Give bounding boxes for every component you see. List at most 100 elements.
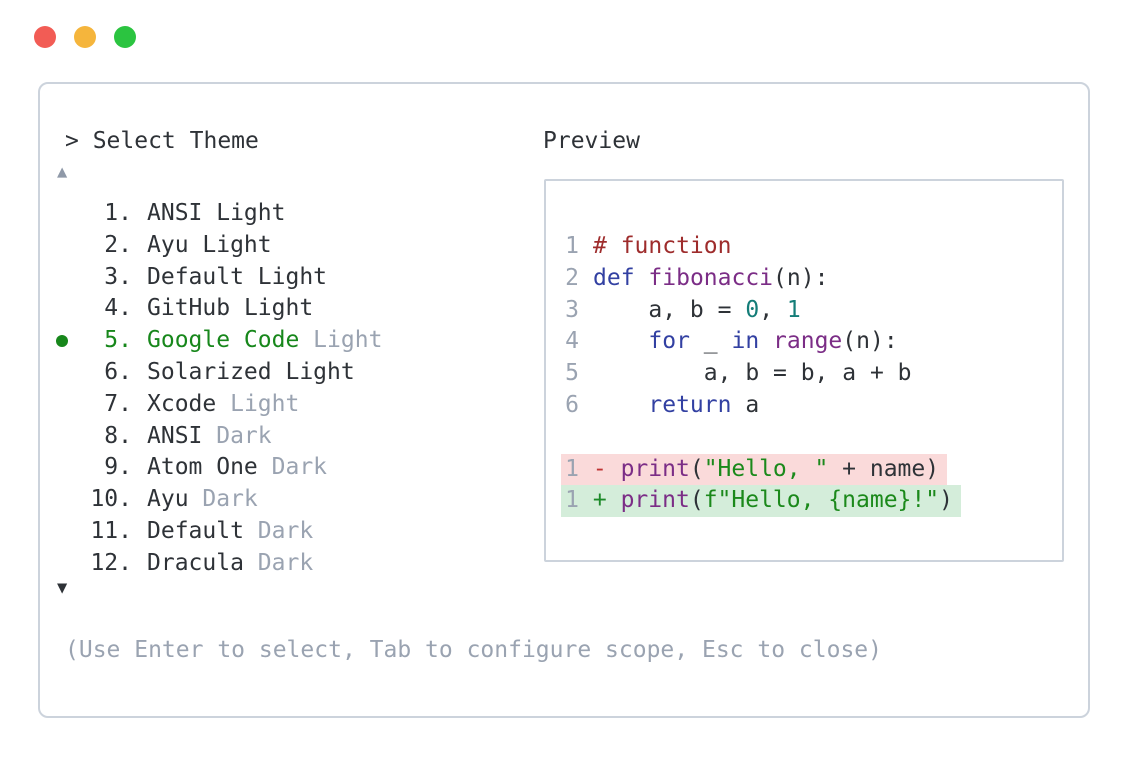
theme-item-variant: Dark (202, 422, 272, 449)
preview-label: Preview (543, 128, 640, 154)
theme-item-variant: Light (299, 327, 383, 354)
blank-line (565, 422, 1062, 454)
diff-segment: f"Hello, {name}!" (703, 487, 940, 514)
code-segment: a, b = (593, 296, 746, 323)
theme-list-item[interactable]: 9. Atom One Dark (65, 452, 382, 484)
theme-item-number: 10. (90, 486, 132, 513)
code-segment: , (759, 296, 787, 323)
theme-list-item[interactable]: 5.Google Code Light (56, 325, 383, 357)
close-traffic-light-button[interactable] (34, 26, 56, 48)
code-segment: _ (689, 328, 732, 355)
code-line: 5 a, b = b, a + b (565, 358, 1062, 390)
diff-segment: + name) (828, 455, 940, 482)
theme-item-number: 8. (104, 422, 132, 449)
theme-item-number: 4. (104, 295, 132, 322)
code-segment (635, 265, 649, 291)
code-line: 1 # function (565, 231, 1062, 263)
code-segment: fibonacci (648, 264, 774, 291)
theme-list-item[interactable]: 12. Dracula Dark (65, 548, 382, 580)
select-theme-header: > Select Theme (65, 128, 259, 154)
theme-item-name: Default (147, 263, 244, 290)
code-line-number: 5 (565, 360, 579, 387)
theme-item-name: Xcode (147, 390, 217, 417)
theme-item-number: 3. (104, 263, 132, 290)
theme-list-item[interactable]: 6.Solarized Light (65, 357, 382, 389)
diff-segment: print (620, 487, 690, 514)
theme-list-item[interactable]: 3.Default Light (65, 262, 382, 294)
diff-segment: ( (689, 455, 704, 482)
theme-item-number: 12. (90, 549, 132, 576)
scroll-down-icon[interactable]: ▼ (57, 578, 68, 598)
theme-item-variant: Dark (257, 454, 328, 481)
diff-line-number: 1 (565, 455, 579, 482)
code-segment (593, 392, 648, 418)
theme-item-name: GitHub (147, 295, 231, 322)
theme-item-name: Dracula (147, 549, 244, 576)
theme-list-item[interactable]: 11. Default Dark (65, 516, 382, 548)
diff-line-number: 1 (565, 487, 579, 514)
code-line: 6 return a (565, 390, 1062, 422)
theme-list-item[interactable]: 8. ANSI Dark (65, 421, 382, 453)
zoom-traffic-light-button[interactable] (114, 26, 136, 48)
code-segment: a (731, 391, 760, 418)
theme-item-variant: Light (202, 200, 286, 226)
code-line-number: 3 (565, 296, 579, 323)
theme-item-name: Ayu (147, 231, 189, 258)
theme-item-variant: Light (216, 390, 300, 417)
window-controls (34, 26, 136, 48)
theme-item-number: 11. (90, 517, 132, 544)
code-line: 3 a, b = 0, 1 (565, 295, 1062, 327)
code-segment: 0 (745, 296, 760, 323)
theme-item-name: Ayu (147, 486, 189, 513)
diff-segment: "Hello, " (703, 455, 829, 482)
code-segment: # function (593, 233, 732, 259)
diff-segment (607, 487, 621, 513)
code-line-number: 1 (565, 233, 579, 259)
theme-item-name: Atom One (147, 454, 258, 481)
code-segment: def (593, 264, 635, 291)
diff-segment: print (620, 455, 690, 482)
theme-item-variant: Light (230, 295, 314, 322)
theme-list-item[interactable]: 7. Xcode Light (65, 389, 382, 421)
theme-item-variant: Dark (188, 486, 258, 513)
diff-row: 1 - print("Hello, " + name) (561, 453, 1062, 486)
theme-item-number: 1. (104, 200, 132, 226)
theme-item-name: Google Code (147, 327, 300, 354)
theme-item-variant: Dark (243, 549, 314, 576)
code-segment (759, 328, 773, 354)
diff-segment: + (592, 487, 607, 514)
diff-segment: - (592, 455, 607, 482)
theme-item-name: Solarized (147, 358, 272, 385)
code-line: 4 for _ in range(n): (565, 326, 1062, 358)
code-segment: (n): (773, 264, 829, 291)
minimize-traffic-light-button[interactable] (74, 26, 96, 48)
code-segment: return (648, 391, 732, 418)
diff-segment (579, 456, 593, 482)
theme-item-variant: Dark (243, 517, 314, 544)
theme-item-name: Default (147, 517, 244, 544)
theme-item-number: 2. (104, 231, 132, 258)
theme-item-name: ANSI (147, 200, 203, 226)
theme-picker-dialog: > Select Theme Preview ▲ 1. ANSI Light 2. A… (38, 82, 1090, 718)
theme-list-item[interactable]: 2.Ayu Light (65, 230, 382, 262)
selected-item-bullet-icon (56, 335, 68, 348)
code-segment: (n): (842, 328, 898, 355)
theme-list-item[interactable]: 1. ANSI Light (65, 198, 382, 230)
diff-lines: 1 - print("Hello, " + name)1 + print(f"H… (561, 453, 1062, 518)
theme-item-number: 9. (104, 454, 132, 481)
theme-list-item[interactable]: 10. Ayu Dark (65, 484, 382, 516)
code-segment: a, b = b, a + b (593, 360, 912, 387)
theme-item-number: 7. (104, 390, 132, 417)
diff-segment (579, 487, 593, 513)
code-line-number: 6 (565, 391, 579, 418)
scroll-up-icon[interactable]: ▲ (57, 162, 68, 182)
code-segment: range (773, 328, 843, 355)
theme-item-name: ANSI (147, 422, 203, 449)
code-segment: 1 (786, 296, 801, 323)
diff-segment (607, 456, 621, 482)
theme-list-item[interactable]: 4. GitHub Light (65, 293, 382, 325)
diff-line-removed: 1 - print("Hello, " + name) (561, 453, 948, 486)
